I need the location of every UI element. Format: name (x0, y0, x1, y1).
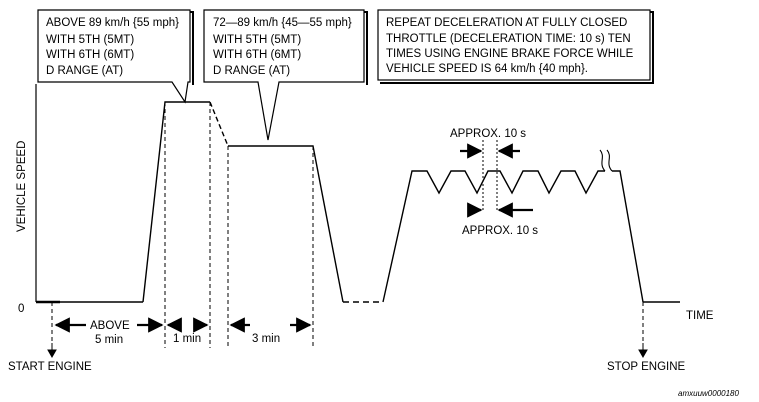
callout-2-line-1: 72—89 km/h {45—55 mph} (213, 17, 352, 29)
axes: VEHICLE SPEED 0 TIME (16, 84, 714, 322)
callout-1-line-2: WITH 5TH (5MT) (46, 34, 134, 46)
callout-3-line-1: REPEAT DECELERATION AT FULLY CLOSED (386, 17, 627, 29)
stop-arrowhead (638, 349, 648, 359)
final-deceleration (612, 170, 644, 303)
approx-bottom-label: APPROX. 10 s (462, 225, 538, 237)
stop-engine-label: STOP ENGINE (607, 361, 686, 373)
high-to-mid-transition (209, 101, 229, 147)
interval-3-label: 3 min (252, 333, 280, 345)
start-arrowhead (47, 349, 57, 359)
break-mark-1 (599, 149, 606, 172)
approx-markers (460, 143, 533, 218)
callout-box-deceleration: REPEAT DECELERATION AT FULLY CLOSED THRO… (377, 9, 654, 84)
callout-3-line-3: TIMES USING ENGINE BRAKE FORCE WHILE (386, 48, 634, 60)
mid-speed-segment (228, 145, 344, 303)
start-engine-label: START ENGINE (8, 361, 92, 373)
high-speed-segment (142, 101, 210, 303)
callout-box-high-speed: ABOVE 89 km/h {55 mph} WITH 5TH (5MT) WI… (37, 9, 194, 104)
callout-3-line-2: THROTTLE (DECELERATION TIME: 10 s) TEN (386, 33, 631, 45)
figure-id: amxuuw0000180 (678, 389, 739, 398)
interval-1-label-line-1: ABOVE (90, 320, 130, 332)
callout-2-line-4: D RANGE (AT) (213, 65, 290, 77)
event-markers (47, 343, 648, 359)
y-axis-label: VEHICLE SPEED (16, 141, 28, 232)
callout-1-line-1: ABOVE 89 km/h {55 mph} (46, 17, 179, 29)
origin-label: 0 (18, 303, 24, 315)
callout-3-line-4: VEHICLE SPEED IS 64 km/h {40 mph}. (386, 63, 588, 75)
break-mark-2 (606, 149, 613, 172)
approx-top-label: APPROX. 10 s (450, 128, 526, 140)
speed-profile (36, 101, 680, 304)
callout-1-line-4: D RANGE (AT) (46, 65, 123, 77)
deceleration-sawtooth (382, 170, 605, 303)
callout-2-line-3: WITH 6TH (6MT) (213, 49, 301, 61)
interval-1-label-line-2: 5 min (95, 334, 123, 346)
guide-lines (51, 102, 644, 348)
callout-box-mid-speed: 72—89 km/h {45—55 mph} WITH 5TH (5MT) WI… (203, 9, 368, 141)
callout-1-line-3: WITH 6TH (6MT) (46, 49, 134, 61)
callout-2-line-2: WITH 5TH (5MT) (213, 34, 301, 46)
x-axis-label: TIME (686, 310, 714, 322)
interval-2-label: 1 min (173, 333, 201, 345)
